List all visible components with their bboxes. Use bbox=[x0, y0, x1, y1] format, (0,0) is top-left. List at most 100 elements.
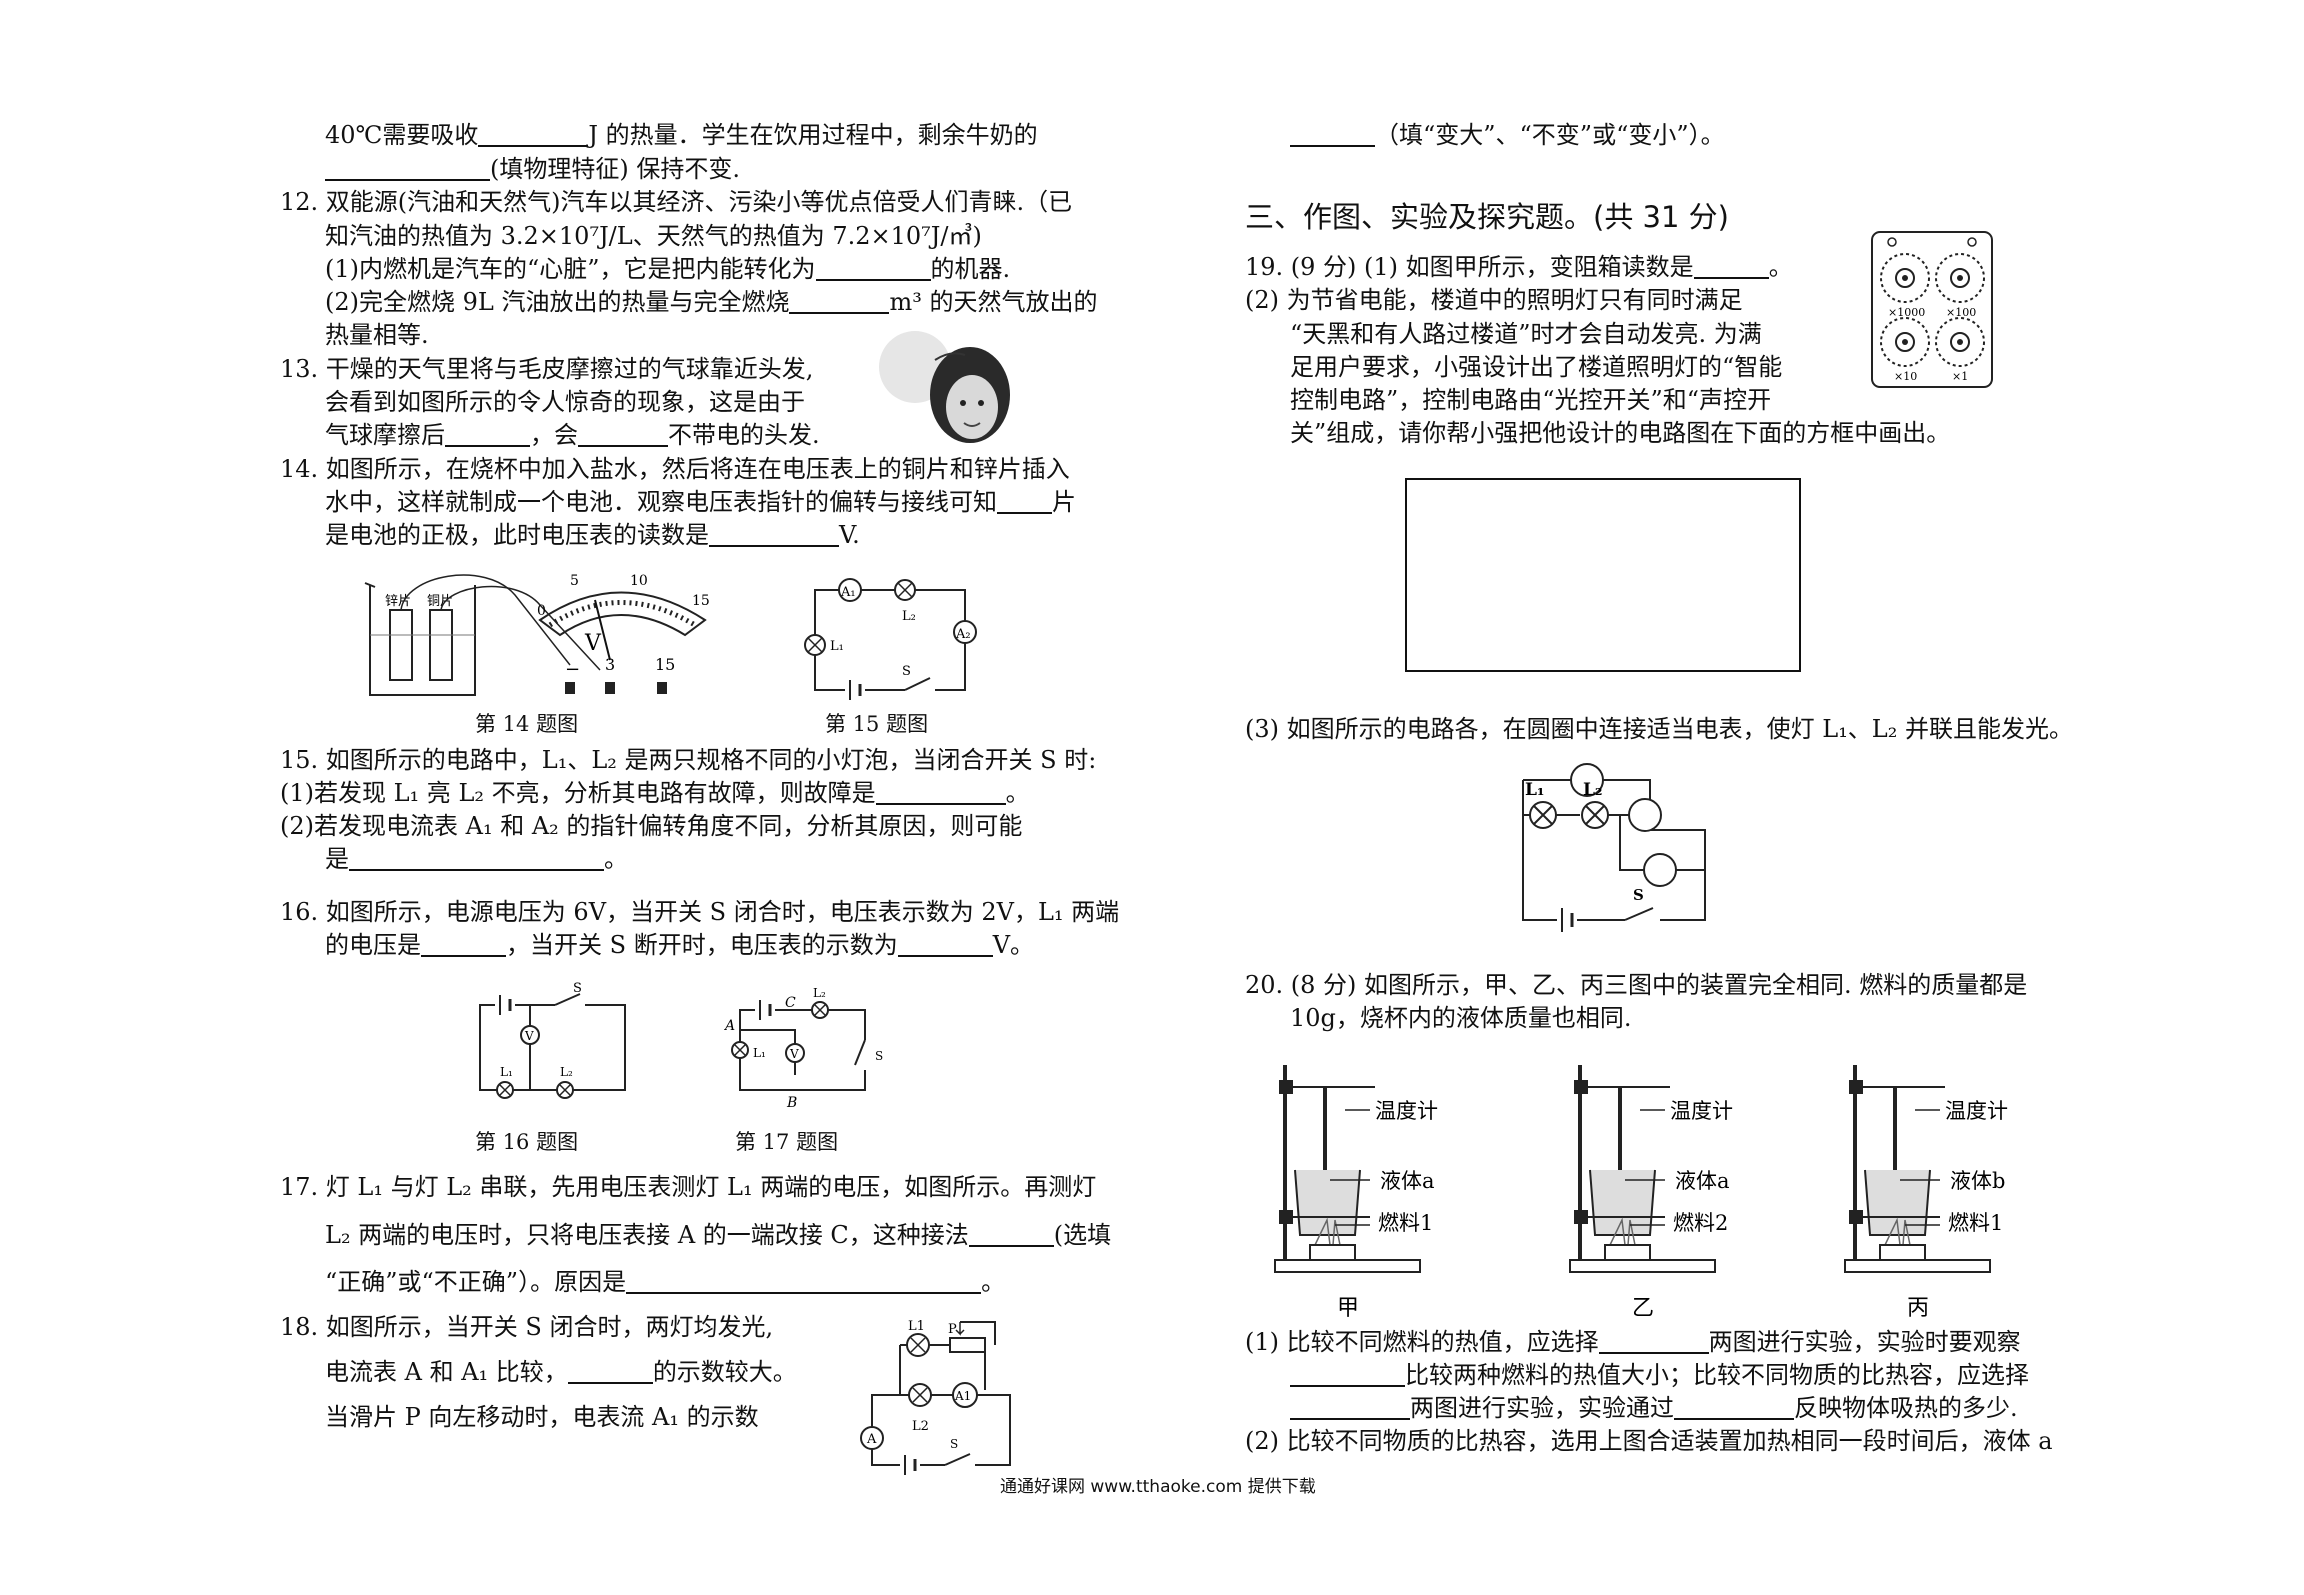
footer-credit: 通通好课网 www.tthaoke.com 提供下载 bbox=[1000, 1477, 1316, 1497]
svg-text:A: A bbox=[866, 1432, 877, 1447]
answer-blank[interactable] bbox=[445, 419, 530, 447]
terminal-3: 3 bbox=[605, 655, 615, 674]
svg-text:液体b: 液体b bbox=[1950, 1169, 2005, 1193]
fig15-caption: 第 15 题图 bbox=[825, 712, 929, 736]
svg-text:L2: L2 bbox=[912, 1419, 929, 1434]
fig17-caption: 第 17 题图 bbox=[735, 1130, 839, 1154]
svg-text:×1: ×1 bbox=[1952, 370, 1968, 383]
voltmeter-v: V bbox=[584, 631, 602, 656]
q19-line7: (3) 如图所示的电路各，在圆圈中连接适当电表，使灯 L₁、L₂ 并联且能发光。 bbox=[1245, 715, 2073, 743]
dial-1: ×1 bbox=[1935, 317, 1985, 383]
q15-line2: (1)若发现 L₁ 亮 L₂ 不亮，分析其电路有故障，则故障是。 bbox=[280, 777, 1030, 807]
q14-line1: 14. 如图所示，在烧杯中加入盐水，然后将连在电压表上的铜片和锌片插入 bbox=[280, 455, 1070, 483]
fig14-caption: 第 14 题图 bbox=[475, 712, 579, 736]
answer-blank[interactable] bbox=[567, 1356, 653, 1384]
q12-line1: 12. 双能源(汽油和天然气)汽车以其经济、污染小等优点倍受人们青睐.（已 bbox=[280, 188, 1073, 216]
fig16-circuit: S V L₁ L₂ bbox=[479, 981, 626, 1099]
answer-blank[interactable] bbox=[997, 486, 1052, 514]
dial-1000: ×1000 bbox=[1880, 253, 1930, 319]
svg-text:S: S bbox=[902, 664, 911, 679]
copper-label: 铜片 bbox=[427, 594, 453, 609]
meter-circle-2[interactable] bbox=[1628, 798, 1662, 832]
q11-line2: (填物理特征) 保持不变. bbox=[325, 152, 740, 186]
answer-blank[interactable] bbox=[1693, 251, 1769, 279]
svg-text:甲: 甲 bbox=[1337, 1296, 1359, 1321]
fig15-circuit: A₁ L₂ A₂ L₁ S bbox=[804, 578, 977, 700]
answer-blank[interactable] bbox=[1674, 1392, 1794, 1420]
q18-line3: 当滑片 P 向左移动时，电表流 A₁ 的示数 bbox=[325, 1403, 759, 1431]
svg-text:S: S bbox=[950, 1437, 958, 1451]
q19-line3: “天黑和有人路过楼道”时才会自动发亮. 为满 bbox=[1290, 320, 1762, 348]
svg-text:温度计: 温度计 bbox=[1670, 1099, 1733, 1123]
svg-text:L₁: L₁ bbox=[753, 1046, 766, 1060]
terminal-15: 15 bbox=[655, 655, 675, 674]
svg-text:温度计: 温度计 bbox=[1945, 1099, 2008, 1123]
svg-text:L₂: L₂ bbox=[902, 609, 916, 624]
answer-blank[interactable] bbox=[1290, 1359, 1405, 1387]
q17-line1: 17. 灯 L₁ 与灯 L₂ 串联，先用电压表测灯 L₁ 两端的电压，如图所示。… bbox=[280, 1173, 1097, 1201]
q12-line2: 知汽油的热值为 3.2×10⁷J/L、天然气的热值为 7.2×10⁷J/㎥) bbox=[325, 222, 982, 250]
svg-text:L₁: L₁ bbox=[500, 1065, 513, 1079]
q13-line3: 气球摩擦后，会不带电的头发. bbox=[325, 419, 820, 449]
answer-blank[interactable] bbox=[1290, 119, 1375, 147]
svg-text:×10: ×10 bbox=[1894, 370, 1917, 383]
fig17-circuit: C L₂ A L₁ V B S bbox=[723, 986, 883, 1111]
fig19-circuit: L₁ L₂ S bbox=[1522, 763, 1706, 932]
svg-text:L₂: L₂ bbox=[560, 1065, 573, 1079]
q20-line2: 10g，烧杯内的液体质量也相同. bbox=[1290, 1004, 1632, 1032]
q14-line2: 水中，这样就制成一个电池．观察电压表指针的偏转与接线可知片 bbox=[325, 486, 1076, 516]
apparatus-yi: 温度计 液体a 燃料2 乙 bbox=[1569, 1065, 1733, 1321]
q15-line3: (2)若发现电流表 A₁ 和 A₂ 的指针偏转角度不同，分析其原因，则可能 bbox=[280, 812, 1023, 840]
answer-blank[interactable] bbox=[478, 119, 589, 147]
svg-text:液体a: 液体a bbox=[1675, 1169, 1730, 1193]
q19-line1: 19. (9 分) (1) 如图甲所示，变阻箱读数是。 bbox=[1245, 251, 1793, 281]
svg-text:V: V bbox=[789, 1047, 799, 1061]
svg-text:A₂: A₂ bbox=[955, 627, 971, 642]
svg-text:S: S bbox=[1633, 886, 1644, 904]
svg-text:温度计: 温度计 bbox=[1375, 1099, 1438, 1123]
answer-blank[interactable] bbox=[349, 843, 604, 871]
answer-blank[interactable] bbox=[875, 777, 1006, 805]
answer-blank[interactable] bbox=[815, 253, 931, 281]
answer-blank[interactable] bbox=[421, 929, 506, 957]
q18-line2: 电流表 A 和 A₁ 比较，的示数较大。 bbox=[325, 1356, 797, 1386]
scale-0: 0 bbox=[537, 603, 546, 619]
meter-circle-3[interactable] bbox=[1643, 853, 1677, 887]
q13-line2: 会看到如图所示的令人惊奇的现象，这是由于 bbox=[325, 388, 805, 416]
answer-blank[interactable] bbox=[325, 153, 490, 181]
svg-text:×1000: ×1000 bbox=[1888, 306, 1925, 319]
answer-blank[interactable] bbox=[709, 519, 839, 547]
apparatus-bing: 温度计 液体b 燃料1 丙 bbox=[1844, 1065, 2008, 1321]
svg-text:P: P bbox=[948, 1322, 957, 1337]
svg-text:L1: L1 bbox=[908, 1319, 925, 1334]
meter-circle-1[interactable] bbox=[1570, 763, 1604, 797]
fig14-battery-voltmeter: 锌片 铜片 0 5 10 15 V − 3 15 bbox=[364, 573, 710, 696]
scale-15: 15 bbox=[692, 593, 710, 609]
svg-text:S: S bbox=[875, 1049, 883, 1063]
answer-blank[interactable] bbox=[897, 929, 993, 957]
svg-text:L₂: L₂ bbox=[1583, 780, 1602, 800]
circuit-drawing-box[interactable] bbox=[1405, 478, 1801, 672]
svg-text:燃料1: 燃料1 bbox=[1378, 1211, 1433, 1235]
answer-blank[interactable] bbox=[968, 1219, 1054, 1247]
svg-text:A: A bbox=[723, 1018, 735, 1034]
q17-line2: L₂ 两端的电压时，只将电压表接 A 的一端改接 C，这种接法(选填 bbox=[325, 1219, 1112, 1249]
answer-blank[interactable] bbox=[1290, 1392, 1410, 1420]
answer-blank[interactable] bbox=[789, 286, 890, 314]
q19-line2: (2) 为节省电能，楼道中的照明灯只有同时满足 bbox=[1245, 286, 1743, 314]
svg-text:燃料2: 燃料2 bbox=[1673, 1211, 1728, 1235]
balloon-hair-photo bbox=[879, 325, 1015, 450]
q19-line4: 足用户要求，小强设计出了楼道照明灯的“智能 bbox=[1290, 353, 1783, 381]
answer-blank[interactable] bbox=[578, 419, 668, 447]
answer-blank[interactable] bbox=[1598, 1326, 1709, 1354]
fig20-apparatus: 温度计 液体a 燃料1 甲 温度计 液体a bbox=[1274, 1065, 2008, 1321]
dial-10: ×10 bbox=[1880, 317, 1930, 383]
answer-blank[interactable] bbox=[626, 1266, 982, 1294]
section-3-heading: 三、作图、实验及探究题。(共 31 分) bbox=[1245, 200, 1729, 234]
